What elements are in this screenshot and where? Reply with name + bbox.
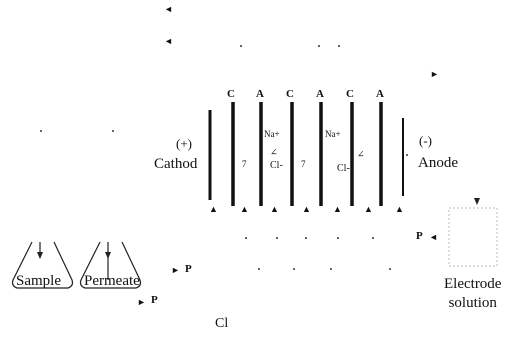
electrode-solution-arrow — [474, 198, 480, 205]
electrode-solution-box — [448, 207, 498, 267]
membrane-label-c3: C — [346, 88, 354, 100]
up-arrow-icon: ▲ — [240, 204, 249, 214]
compartment-mark: Cl- — [337, 163, 350, 174]
stray-dot — [372, 237, 374, 239]
anode-sign: (-) — [419, 133, 432, 148]
membrane-label-a1: A — [256, 88, 264, 100]
membrane-label-a3: A — [376, 88, 384, 100]
stray-dot — [389, 268, 391, 270]
compartment-mark: ∠ — [270, 147, 278, 157]
stray-dot — [276, 237, 278, 239]
compartment-mark: Na+ — [325, 129, 341, 139]
stray-dot — [406, 154, 408, 156]
right-arrow-icon: ► — [137, 297, 146, 307]
permeate-tube-arrow — [105, 252, 111, 259]
stray-dot — [330, 268, 332, 270]
left-arrow-icon: ◄ — [164, 4, 173, 14]
compartment-mark: 7 — [242, 159, 247, 169]
right-arrow-icon: ► — [171, 265, 180, 275]
compartment-mark: Na+ — [264, 129, 280, 139]
up-arrow-icon: ▲ — [364, 204, 373, 214]
sample-label: Sample — [16, 273, 61, 289]
flow-label-p-mid: P — [185, 263, 192, 275]
stray-dot — [318, 45, 320, 47]
sample-tube-arrow — [37, 252, 43, 259]
membrane-label-c2: C — [286, 88, 294, 100]
compartment-mark: 7 — [301, 159, 306, 169]
membrane-label-c1: C — [227, 88, 235, 100]
flow-label-p-right: P — [416, 230, 423, 242]
stray-dot — [338, 45, 340, 47]
permeate-flask — [79, 241, 142, 289]
up-arrow-icon: ▲ — [270, 204, 279, 214]
flow-label-p-low: P — [151, 294, 158, 306]
stray-dot — [305, 237, 307, 239]
up-arrow-icon: ▲ — [395, 204, 404, 214]
flow-label-cl: Cl — [215, 316, 229, 331]
left-arrow-icon: ◄ — [429, 232, 438, 242]
sample-flask — [11, 241, 74, 289]
stray-dot — [258, 268, 260, 270]
stray-dot — [293, 268, 295, 270]
up-arrow-icon: ▲ — [302, 204, 311, 214]
stray-dot — [40, 130, 42, 132]
stray-dot — [245, 237, 247, 239]
cathode-label: Cathod — [154, 156, 198, 172]
up-arrow-icon: ▲ — [209, 204, 218, 214]
right-arrow-icon: ► — [430, 69, 439, 79]
cathode-sign: (+) — [176, 136, 192, 151]
stray-dot — [112, 130, 114, 132]
left-arrow-icon: ◄ — [164, 36, 173, 46]
permeate-label: Permeate — [84, 273, 140, 289]
membrane-label-a2: A — [316, 88, 324, 100]
electrode-solution-label: Electrode solution — [444, 276, 502, 311]
stray-dot — [240, 45, 242, 47]
compartment-mark: Cl- — [270, 160, 283, 171]
membrane-stack — [208, 102, 404, 206]
up-arrow-icon: ▲ — [333, 204, 342, 214]
anode-label: Anode — [418, 155, 458, 171]
compartment-mark: ∠ — [357, 149, 365, 159]
stray-dot — [337, 237, 339, 239]
